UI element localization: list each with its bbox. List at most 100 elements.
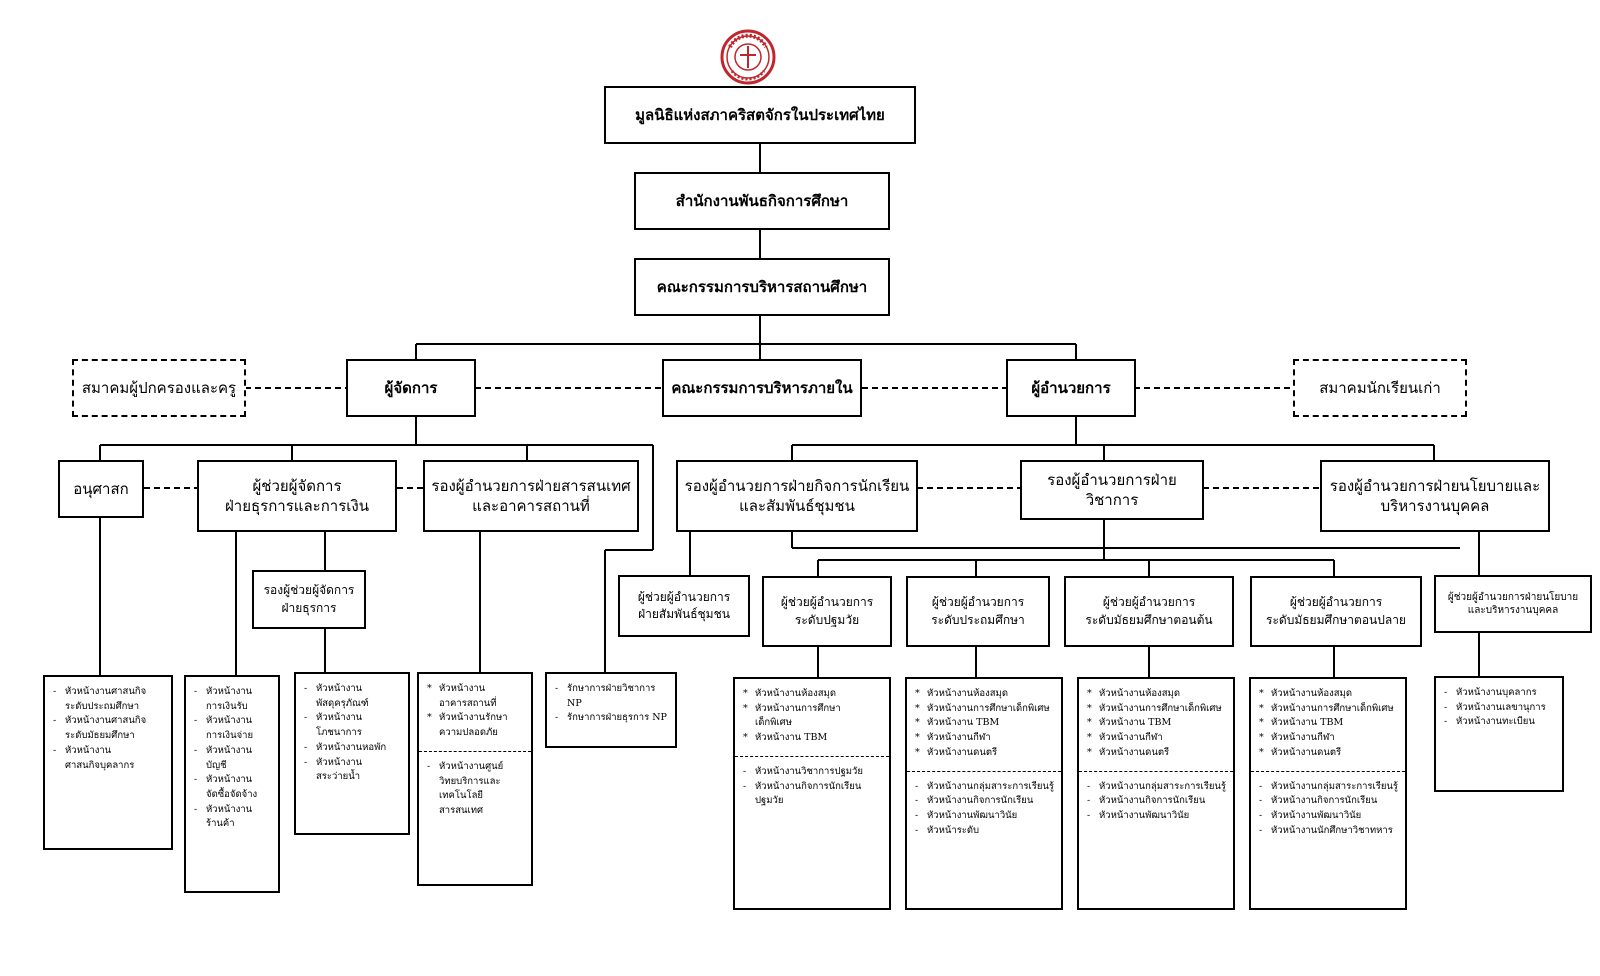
detail-section: * หัวหน้างานห้องสมุด * หัวหน้างานการศึกษาเด…: [913, 687, 1055, 761]
bullet-mark: *: [1259, 732, 1264, 744]
bullet-mark: *: [915, 717, 920, 729]
asst-director-policy-box: ผู้ช่วยผู้อำนวยการฝ่ายนโยบาย และบริหารงา…: [1434, 575, 1592, 633]
list-item-text: หัวหน้างาน การเงินจ่าย: [206, 715, 254, 742]
internal-committee-box: คณะกรรมการบริหารภายใน: [662, 359, 862, 417]
list-item: *หัวหน้างานดนตรี: [1257, 746, 1399, 761]
list-item: -หัวหน้างาน การเงินจ่าย: [192, 714, 272, 743]
list-item: -หัวหน้างานบุคลากร: [1442, 686, 1556, 701]
list-item: -หัวหน้างานพัฒนาวินัย: [1085, 809, 1227, 824]
bullet-mark: -: [915, 810, 919, 822]
bullet-mark: -: [194, 803, 198, 815]
detail-section: -หัวหน้างาน การเงินรับ-หัวหน้างาน การเงิ…: [192, 685, 272, 832]
chaplain-box: อนุศาสก: [58, 460, 144, 518]
asst-director-lower-secondary-box: ผู้ช่วยผู้อำนวยการ ระดับมัธยมศึกษาตอนต้น: [1064, 576, 1234, 647]
detail-section: -หัวหน้างานวิชาการปฐมวัย-หัวหน้างานกิจกา…: [741, 765, 883, 809]
list-item-text: หัวหน้างาน TBM: [1271, 717, 1344, 729]
list-item: -หัวหน้างานพัฒนาวินัย: [1257, 809, 1399, 824]
finance-detail-list: -หัวหน้างาน การเงินรับ-หัวหน้างาน การเงิ…: [184, 675, 280, 893]
list-item: * หัวหน้างานรักษา ความปลอดภัย: [425, 711, 525, 740]
dashed-divider: [907, 770, 1061, 772]
admin-detail-list: -หัวหน้างาน พัสดุครุภัณฑ์-หัวหน้างาน โภช…: [294, 672, 410, 835]
bullet-mark: *: [1259, 702, 1264, 714]
list-item-text: หัวหน้างาน ร้านค้า: [206, 803, 253, 830]
manager-box: ผู้จัดการ: [346, 359, 476, 417]
list-item-text: หัวหน้างานรักษา ความปลอดภัย: [439, 712, 508, 739]
bullet-mark: *: [1259, 688, 1264, 699]
list-item-text: หัวหน้างานบุคลากร: [1456, 687, 1537, 698]
list-item-text: หัวหน้างานกีฬา: [1271, 732, 1335, 744]
list-item: -หัวหน้างาน พัสดุครุภัณฑ์: [302, 682, 402, 711]
list-item: *หัวหน้างานการศึกษา เด็กพิเศษ: [741, 702, 883, 731]
list-item-text: หัวหน้างานนักศึกษาวิชาทหาร: [1271, 824, 1393, 836]
np-detail-list: -รักษาการฝ่ายวิชาการ NP-รักษาการฝ่ายธุรก…: [545, 672, 677, 748]
list-item: *หัวหน้างานห้องสมุด: [1085, 687, 1227, 702]
list-item: -หัวหน้างานทะเบียน: [1442, 715, 1556, 730]
dashed-divider: [735, 755, 889, 757]
bullet-mark: *: [427, 712, 432, 724]
list-item: -หัวหน้างาน สระว่ายน้ำ: [302, 756, 402, 785]
list-item-text: หัวหน้างานดนตรี: [927, 746, 998, 758]
list-item: *หัวหน้างาน อาคารสถานที่: [425, 682, 525, 711]
list-item: *หัวหน้างานการศึกษาเด็กพิเศษ: [1085, 702, 1227, 717]
bullet-mark: -: [1087, 795, 1091, 807]
list-item: * หัวหน้างานดนตรี: [913, 746, 1055, 761]
detail-section: -หัวหน้างานกลุ่มสาระการเรียนรู้ -หัวหน้าง…: [1085, 780, 1227, 824]
bullet-mark: *: [1087, 702, 1092, 714]
deputy-director-student-box: รองผู้อำนวยการฝ่ายกิจการนักเรียน และสัมพ…: [676, 460, 918, 532]
alumni-association-box: สมาคมนักเรียนเก่า: [1293, 359, 1467, 417]
list-item-text: หัวหน้างานวิชาการปฐมวัย: [755, 765, 863, 777]
detail-section: -รักษาการฝ่ายวิชาการ NP-รักษาการฝ่ายธุรก…: [553, 682, 669, 726]
list-item-text: หัวหน้างานห้องสมุด: [755, 688, 836, 699]
primary-detail-list: * หัวหน้างานห้องสมุด * หัวหน้างานการศึกษาเด…: [905, 677, 1063, 910]
parents-association-box: สมาคมผู้ปกครองและครู: [72, 359, 246, 417]
list-item: *หัวหน้างาน TBM: [1085, 716, 1227, 731]
detail-section: *หัวหน้างานห้องสมุด*หัวหน้างานการศึกษาเด…: [1257, 687, 1399, 761]
bullet-mark: -: [915, 824, 919, 836]
list-item-text: หัวหน้างานการศึกษา เด็กพิเศษ: [755, 702, 841, 729]
list-item: -หัวหน้างานกิจการนักเรียน: [913, 794, 1055, 809]
list-item-text: หัวหน้างานการศึกษาเด็กพิเศษ: [927, 702, 1050, 714]
bullet-mark: *: [1087, 688, 1092, 699]
preschool-detail-list: *หัวหน้างานห้องสมุด*หัวหน้างานการศึกษา เ…: [733, 677, 891, 910]
list-item-text: หัวหน้างานศาสนกิจ ระดับประถมศึกษา: [65, 686, 147, 712]
chaplain-detail-list: -หัวหน้างานศาสนกิจ ระดับประถมศึกษา-หัวหน…: [43, 675, 173, 850]
bullet-mark: -: [53, 744, 57, 756]
list-item: -หัวหน้างาน การเงินรับ: [192, 685, 272, 714]
bullet-mark: -: [194, 686, 198, 697]
list-item-text: หัวหน้างาน ศาสนกิจบุคลากร: [65, 744, 135, 771]
list-item: *หัวหน้างานห้องสมุด: [1257, 687, 1399, 702]
asst-director-community-box: ผู้ช่วยผู้อำนวยการ ฝ่ายสัมพันธ์ชุมชน: [618, 575, 750, 637]
director-box: ผู้อำนวยการ: [1006, 359, 1136, 417]
list-item-text: รักษาการฝ่ายวิชาการ NP: [567, 683, 656, 709]
bullet-mark: *: [1259, 717, 1264, 729]
list-item: *หัวหน้างานกีฬา: [1085, 731, 1227, 746]
bullet-mark: -: [194, 744, 198, 756]
education-office-box: สำนักงานพันธกิจการศึกษา: [634, 172, 890, 230]
bullet-mark: *: [1087, 732, 1092, 744]
bullet-mark: -: [194, 774, 198, 786]
list-item-text: หัวหน้างาน บัญชี: [206, 744, 253, 771]
list-item-text: หัวหน้างานกลุ่มสาระการเรียนรู้: [927, 780, 1055, 792]
bullet-mark: -: [555, 683, 559, 694]
list-item: -หัวหน้างาน ศาสนกิจบุคลากร: [51, 744, 165, 773]
list-item-text: หัวหน้างานพัฒนาวินัย: [1271, 810, 1362, 822]
list-item-text: หัวหน้างานหอพัก: [316, 741, 387, 753]
list-item: *หัวหน้างาน TBM: [741, 731, 883, 746]
list-item-text: หัวหน้างานกลุ่มสาระการเรียนรู้: [1271, 780, 1399, 792]
bullet-mark: -: [1444, 687, 1448, 698]
deputy-asst-manager-admin-box: รองผู้ช่วยผู้จัดการ ฝ่ายธุรการ: [252, 570, 366, 629]
list-item: -หัวหน้างานศาสนกิจ ระดับมัธยมศึกษา: [51, 714, 165, 743]
deputy-director-it-box: รองผู้อำนวยการฝ่ายสารสนเทศ และอาคารสถานท…: [423, 460, 639, 532]
list-item: -หัวหน้างานหอพัก: [302, 741, 402, 756]
list-item-text: หัวหน้างานกีฬา: [927, 732, 991, 744]
bullet-mark: *: [915, 688, 920, 699]
list-item-text: หัวหน้างานห้องสมุด: [927, 688, 1008, 699]
list-item-text: หัวหน้างานกลุ่มสาระการเรียนรู้: [1099, 780, 1227, 792]
list-item: *หัวหน้างาน TBM: [913, 716, 1055, 731]
list-item: *หัวหน้างานกีฬา: [913, 731, 1055, 746]
bullet-mark: *: [915, 746, 920, 758]
bullet-mark: *: [427, 683, 432, 694]
list-item-text: หัวหน้างาน จัดซื้อจัดจ้าง: [206, 774, 258, 801]
list-item: -หัวหน้าระดับ: [913, 824, 1055, 839]
